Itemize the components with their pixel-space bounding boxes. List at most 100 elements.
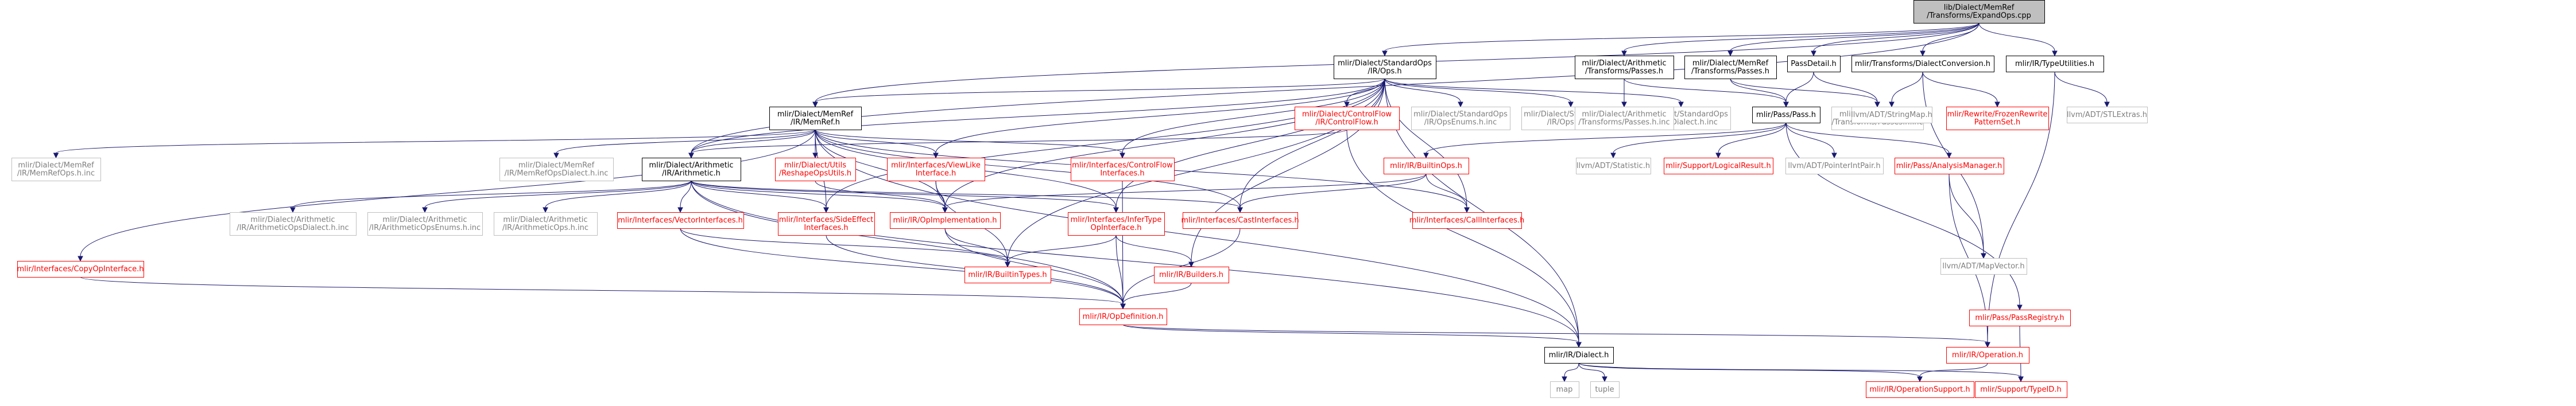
node-label: mlir/Dialect/MemRef — [518, 161, 595, 170]
edge-memrefh-to-copyop — [78, 129, 816, 262]
node-label: mlir/Dialect/Arithmetic — [1582, 59, 1666, 68]
node-memrefpasses[interactable]: mlir/Dialect/MemRef/Transforms/Passes.h — [1684, 56, 1777, 79]
node-label: tuple — [1595, 385, 1614, 394]
edge-dialect-to-typeid — [1578, 362, 2024, 382]
node-label: mlir/Dialect/Arithmetic — [1582, 110, 1666, 119]
node-label: mlir/Pass/PassRegistry.h — [1975, 314, 2064, 322]
edge-typeutils-to-stlextras — [2054, 71, 2110, 108]
edge-dialect-to-map — [1562, 362, 1579, 382]
node-label: /Transforms/Passes.h — [1691, 67, 1769, 76]
node-passpass[interactable]: mlir/Pass/Pass.h — [1752, 107, 1820, 123]
node-label: /Transforms/Passes.h.inc — [1578, 118, 1669, 127]
edge-analysismgr-to-mapvector — [1949, 173, 1986, 259]
edge-root-to-aritpasses — [1621, 22, 1980, 57]
edge-operation-to-opsupport — [1917, 362, 1988, 382]
node-root[interactable]: lib/Dialect/MemRef/Transforms/ExpandOps.… — [1913, 0, 2045, 24]
edge-controlflow-to-arith — [688, 129, 1347, 159]
edge-dialect-to-opsupport — [1578, 362, 1923, 382]
node-label: mlir/Transforms/DialectConversion.h — [1855, 60, 1990, 68]
node-aritpasses[interactable]: mlir/Dialect/Arithmetic/Transforms/Passe… — [1575, 56, 1674, 79]
node-label: Interfaces.h — [804, 224, 848, 232]
node-passdetail[interactable]: PassDetail.h — [1787, 56, 1841, 72]
edge-infertype-to-builtintypes — [1005, 235, 1117, 268]
node-typeid[interactable]: mlir/Support/TypeID.h — [1975, 381, 2067, 398]
node-label: Interface.h — [916, 169, 956, 178]
node-builders[interactable]: mlir/IR/Builders.h — [1154, 267, 1229, 283]
node-opsupport[interactable]: mlir/IR/OperationSupport.h — [1866, 381, 1974, 398]
node-label: mlir/Dialect/MemRef — [18, 161, 94, 170]
node-label: mlir/Interfaces/ViewLike — [891, 161, 981, 170]
node-stdops[interactable]: mlir/Dialect/StandardOps/IR/Ops.h — [1334, 56, 1436, 79]
node-label: mlir/Dialect/StandardOps — [1338, 59, 1432, 68]
node-memrefopsinc: mlir/Dialect/MemRef/IR/MemRefOps.h.inc — [11, 158, 101, 181]
node-label: mlir/IR/Operation.h — [1952, 351, 2023, 360]
node-aritpassesinc: mlir/Dialect/Arithmetic/Transforms/Passe… — [1575, 107, 1674, 130]
node-aritdialectinc: mlir/Dialect/Arithmetic/IR/ArithmeticOps… — [230, 212, 357, 236]
node-label: mlir/IR/BuiltinTypes.h — [968, 271, 1047, 279]
edge-arith-to-aritdialectinc — [290, 180, 692, 213]
node-label: /IR/MemRef.h — [791, 118, 840, 127]
node-controlflow[interactable]: mlir/Dialect/ControlFlow/IR/ControlFlow.… — [1295, 107, 1400, 130]
edge-stdops-to-infertype — [1113, 78, 1385, 213]
node-label: llvm/ADT/Statistic.h — [1576, 162, 1650, 170]
node-dialectconv[interactable]: mlir/Transforms/DialectConversion.h — [1851, 56, 1994, 72]
node-castiface[interactable]: mlir/Interfaces/CastInterfaces.h — [1181, 212, 1299, 229]
edge-stdops-to-stddialectinc — [1384, 78, 1684, 108]
edge-arith-to-opdef — [691, 180, 1126, 310]
node-label: lib/Dialect/MemRef — [1944, 3, 2015, 12]
edge-passpass-to-statistic — [1610, 122, 1787, 159]
node-label: mlir/Pass/Pass.h — [1756, 111, 1816, 119]
edge-arith-to-aritenumsinc — [422, 180, 692, 213]
node-label: mlir/Interfaces/CallInterfaces.h — [1409, 216, 1525, 225]
node-reshape[interactable]: mlir/Dialect/Utils/ReshapeOpsUtils.h — [775, 158, 856, 181]
node-builtinops[interactable]: mlir/IR/BuiltinOps.h — [1384, 158, 1469, 174]
node-arith[interactable]: mlir/Dialect/Arithmetic/IR/Arithmetic.h — [642, 158, 741, 181]
node-stdenums: mlir/Dialect/StandardOps/IR/OpsEnums.h.i… — [1411, 107, 1510, 130]
node-builtintypes[interactable]: mlir/IR/BuiltinTypes.h — [964, 267, 1051, 283]
node-label: /ReshapeOpsUtils.h — [779, 169, 851, 178]
edge-passpass-to-analysismgr — [1785, 122, 1952, 159]
node-label: mlir/Interfaces/ControlFlow — [1072, 161, 1173, 170]
edge-opimpl-to-builtintypes — [944, 228, 1010, 268]
node-label: mlir/Dialect/Utils — [784, 161, 846, 170]
edge-arith-to-infertype — [691, 180, 1119, 213]
node-opimpl[interactable]: mlir/IR/OpImplementation.h — [890, 212, 1001, 229]
node-label: mlir/Support/TypeID.h — [1980, 385, 2061, 394]
node-label: mlir/Interfaces/SideEffect — [779, 216, 874, 224]
node-logicalresult[interactable]: mlir/Support/LogicalResult.h — [1664, 158, 1773, 174]
node-dialect[interactable]: mlir/IR/Dialect.h — [1544, 347, 1614, 364]
edge-root-to-arith — [688, 22, 1980, 159]
node-copyop[interactable]: mlir/Interfaces/CopyOpInterface.h — [17, 261, 144, 278]
node-vectoriface[interactable]: mlir/Interfaces/VectorInterfaces.h — [617, 212, 744, 229]
edge-root-to-stdops — [1382, 22, 1980, 57]
node-analysismgr[interactable]: mlir/Pass/AnalysisManager.h — [1895, 158, 2004, 174]
edge-passpass-to-pointerintpair — [1785, 122, 1837, 159]
edge-builders-to-opdef — [1120, 282, 1192, 310]
node-label: mlir/Dialect/ControlFlow — [1302, 110, 1392, 119]
node-operation[interactable]: mlir/IR/Operation.h — [1946, 347, 2029, 364]
node-label: mlir/Interfaces/CopyOpInterface.h — [17, 265, 144, 274]
edge-infertype-to-builders — [1115, 235, 1194, 268]
edge-opdef-to-operation — [1122, 324, 1990, 348]
node-label: mlir/IR/Dialect.h — [1549, 351, 1609, 360]
edge-memrefh-to-cfiface — [815, 129, 1125, 159]
node-label: Interfaces.h — [1100, 169, 1144, 178]
edge-arith-to-sideeffect — [691, 180, 829, 213]
node-typeutils[interactable]: mlir/IR/TypeUtilities.h — [2006, 56, 2104, 72]
edge-dialectconv-to-frozen — [1922, 71, 2000, 108]
node-tuple: tuple — [1590, 381, 1620, 398]
node-passregistry[interactable]: mlir/Pass/PassRegistry.h — [1969, 310, 2071, 326]
node-opdef[interactable]: mlir/IR/OpDefinition.h — [1079, 309, 1167, 325]
node-label: mlir/Dialect/Arithmetic — [250, 216, 335, 224]
node-mapvector: llvm/ADT/MapVector.h — [1940, 258, 2027, 275]
node-label: /IR/Arithmetic.h — [662, 169, 720, 178]
node-label: mlir/Dialect/Arithmetic — [503, 216, 587, 224]
node-calliface[interactable]: mlir/Interfaces/CallInterfaces.h — [1409, 212, 1525, 229]
node-memrefh[interactable]: mlir/Dialect/MemRef/IR/MemRef.h — [769, 107, 862, 130]
